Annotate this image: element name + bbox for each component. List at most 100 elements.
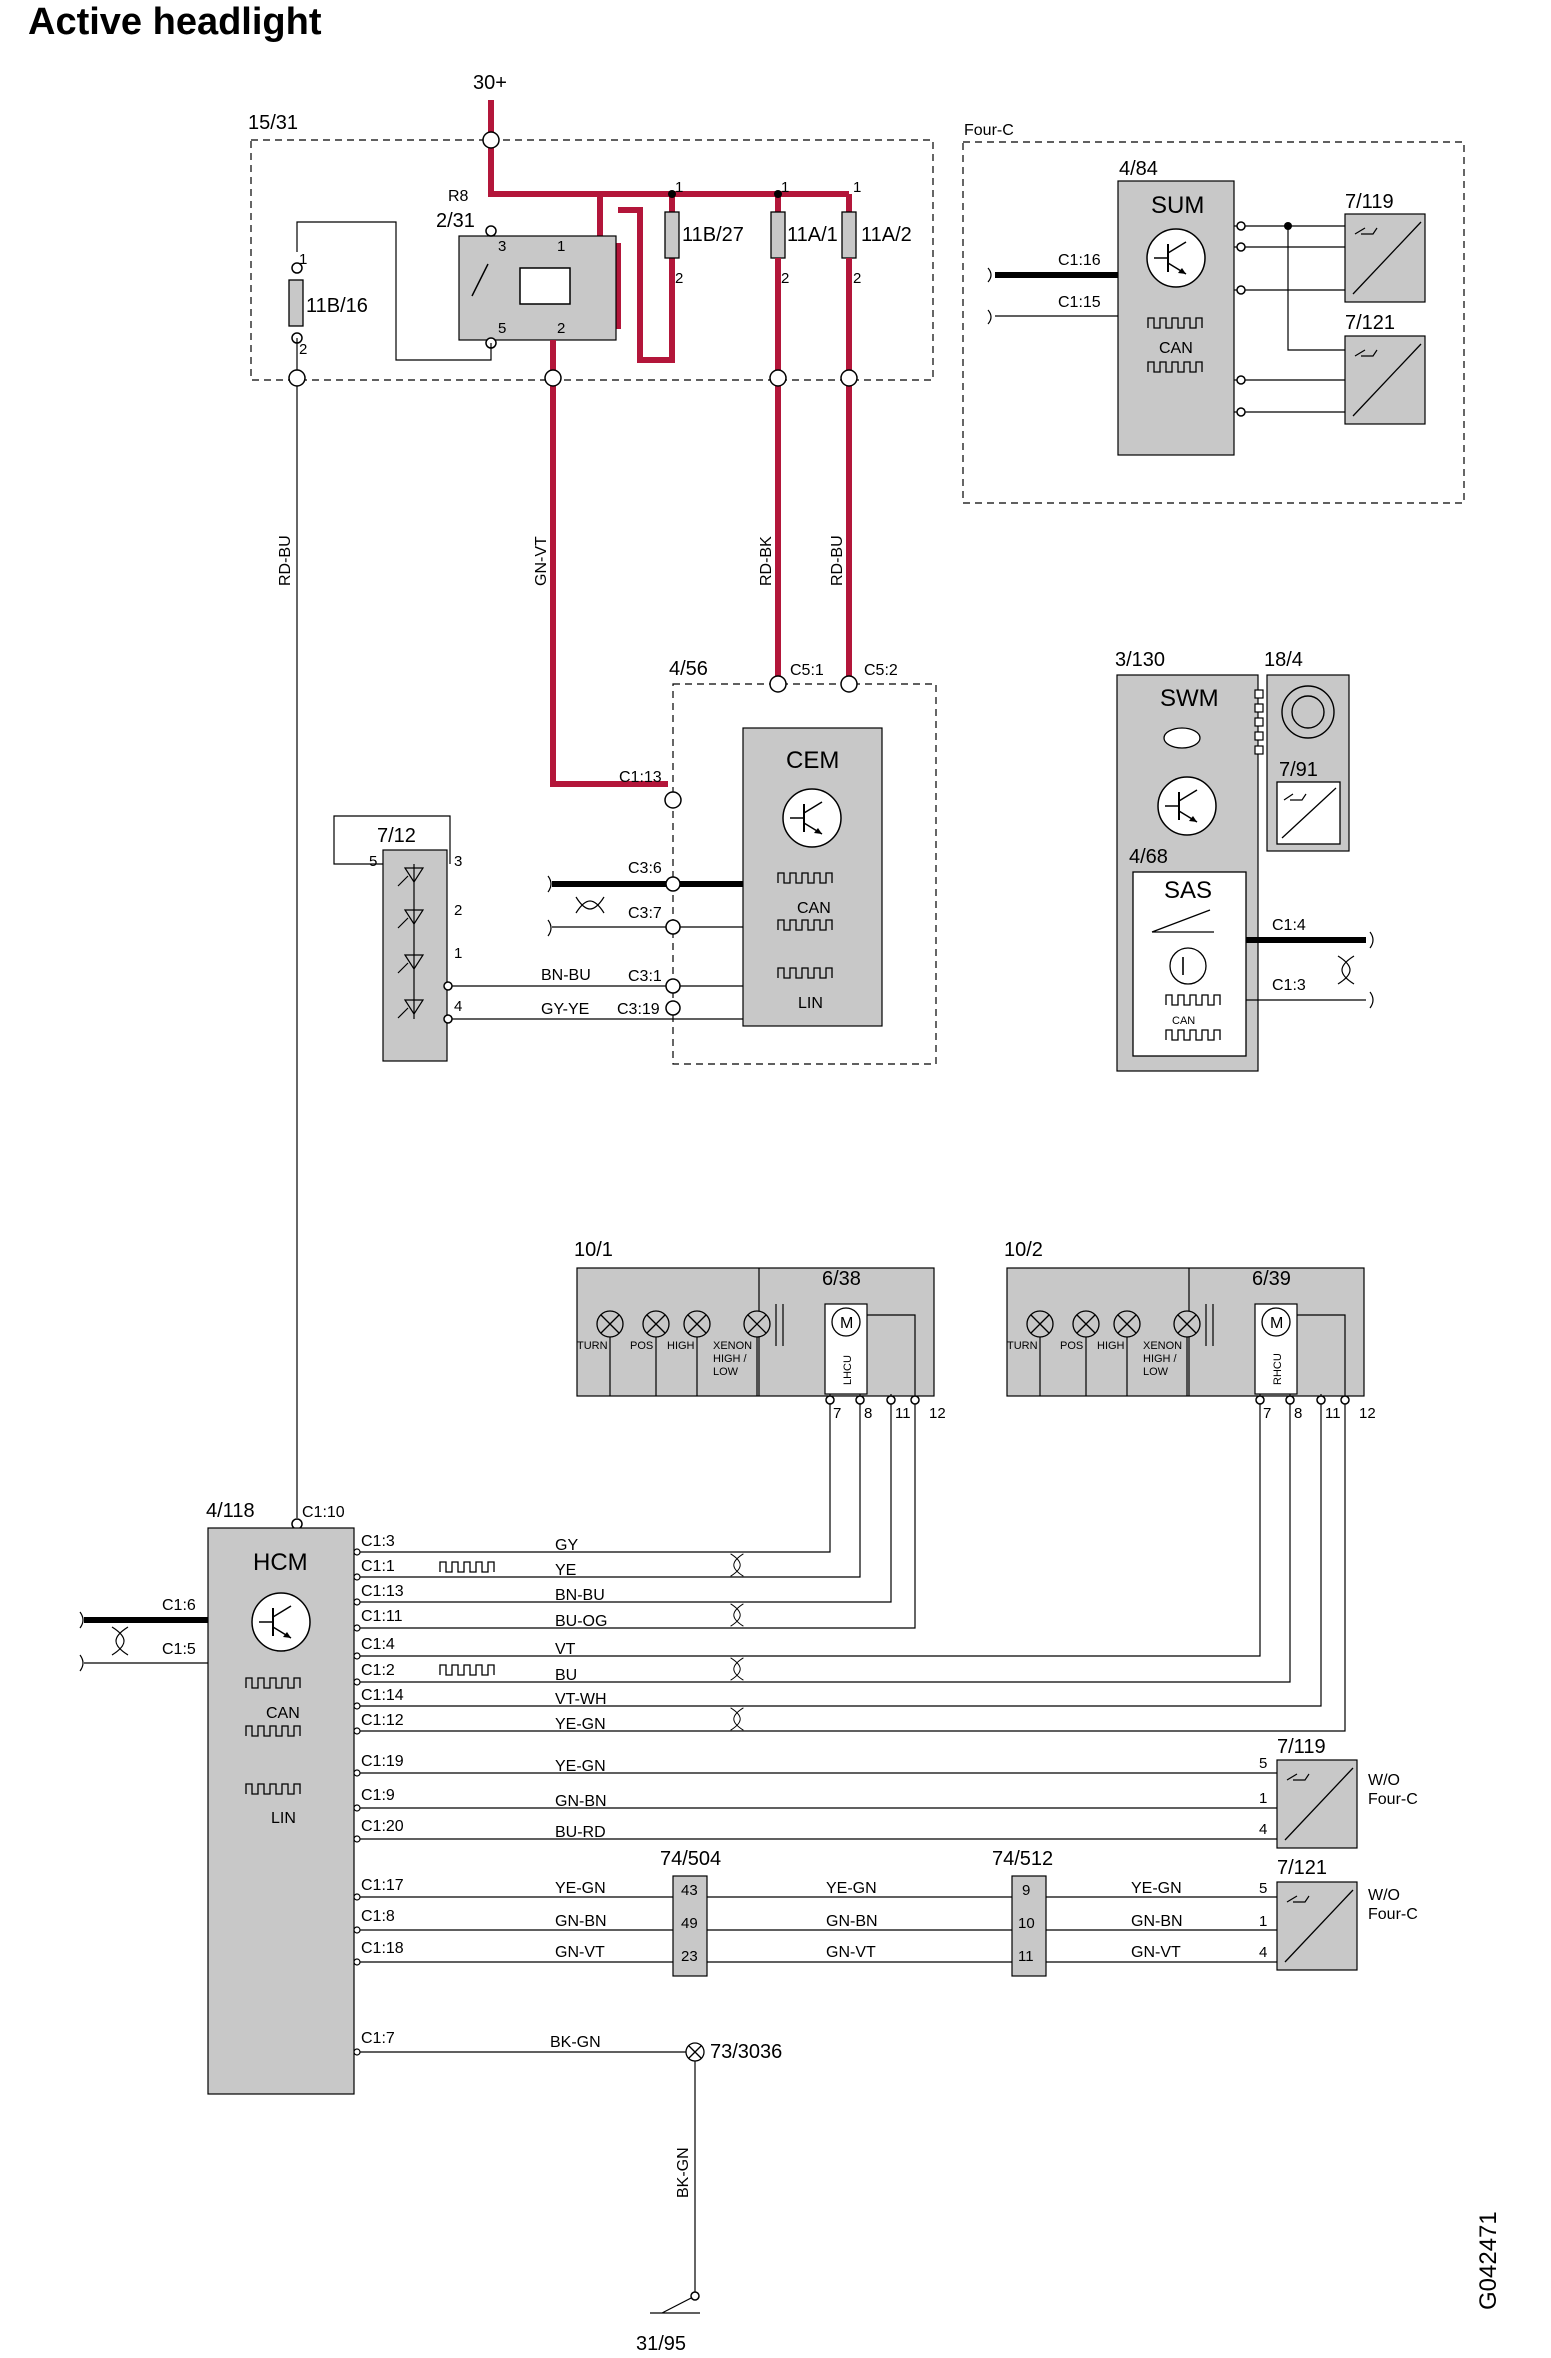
sas-ref: 4/68 xyxy=(1129,846,1168,868)
svg-text:8: 8 xyxy=(1294,1405,1302,1422)
svg-text:TURN: TURN xyxy=(1007,1340,1038,1352)
svg-text:C3:19: C3:19 xyxy=(617,1001,660,1018)
svg-text:GN-BN: GN-BN xyxy=(1131,1913,1183,1930)
wire-gn-vt-label: GN-VT xyxy=(533,536,550,586)
svg-text:11: 11 xyxy=(1325,1405,1341,1422)
svg-text:YE-GN: YE-GN xyxy=(555,1758,606,1775)
svg-text:5: 5 xyxy=(1259,1880,1267,1897)
svg-text:1: 1 xyxy=(781,179,789,196)
svg-text:GN-VT: GN-VT xyxy=(555,1944,605,1961)
relay-coil xyxy=(519,267,571,305)
svg-text:43: 43 xyxy=(681,1882,698,1899)
supply-30-wire xyxy=(488,100,849,197)
svg-text:C3:7: C3:7 xyxy=(628,905,662,922)
svg-text:C1:20: C1:20 xyxy=(361,1818,404,1835)
svg-text:LIN: LIN xyxy=(271,1810,296,1827)
svg-text:HIGH: HIGH xyxy=(1097,1340,1125,1352)
wire-rd-bu2-label: RD-BU xyxy=(829,535,846,586)
svg-text:C1:13: C1:13 xyxy=(619,769,662,786)
hcm-name: HCM xyxy=(253,1549,308,1576)
svg-text:BN-BU: BN-BU xyxy=(541,967,591,984)
svg-text:HIGH /: HIGH / xyxy=(1143,1353,1178,1365)
switch-ref: 7/12 xyxy=(377,825,416,847)
svg-text:YE: YE xyxy=(555,1562,576,1579)
ground-31-95: 31/95 xyxy=(636,2333,686,2355)
svg-text:12: 12 xyxy=(929,1405,946,1422)
svg-text:4: 4 xyxy=(1259,1821,1267,1838)
svg-text:1: 1 xyxy=(1259,1913,1267,1930)
headlight-right-ref: 10/2 xyxy=(1004,1239,1043,1261)
svg-text:7: 7 xyxy=(833,1405,841,1422)
fuse-11b16: 11B/16 1 2 xyxy=(288,251,368,358)
four-c-label: Four-C xyxy=(964,122,1014,139)
svg-text:YE-GN: YE-GN xyxy=(555,1880,606,1897)
svg-text:Four-C: Four-C xyxy=(1368,1906,1418,1923)
svg-text:23: 23 xyxy=(681,1948,698,1965)
svg-text:1: 1 xyxy=(1259,1790,1267,1807)
svg-text:5: 5 xyxy=(1259,1755,1267,1772)
svg-text:7: 7 xyxy=(1263,1405,1271,1422)
svg-text:BU-RD: BU-RD xyxy=(555,1824,606,1841)
svg-text:C1:8: C1:8 xyxy=(361,1908,395,1925)
connector-74-512 xyxy=(1011,1875,1047,1977)
fuse-box-label: 15/31 xyxy=(248,112,298,134)
svg-text:1: 1 xyxy=(454,945,462,962)
svg-text:POS: POS xyxy=(1060,1340,1083,1352)
svg-text:LHCU: LHCU xyxy=(842,1355,854,1385)
svg-text:12: 12 xyxy=(1359,1405,1376,1422)
svg-text:11A/1: 11A/1 xyxy=(787,224,838,246)
svg-text:49: 49 xyxy=(681,1915,698,1932)
svg-text:C1:2: C1:2 xyxy=(361,1662,395,1679)
swm-ref: 3/130 xyxy=(1115,649,1165,671)
svg-text:LOW: LOW xyxy=(1143,1366,1169,1378)
svg-text:3: 3 xyxy=(498,238,506,255)
gn-vt-wire xyxy=(550,340,668,787)
sensor-7-121 xyxy=(1276,1881,1358,1971)
svg-text:C1:11: C1:11 xyxy=(361,1608,403,1625)
svg-text:LOW: LOW xyxy=(713,1366,739,1378)
svg-text:YE-GN: YE-GN xyxy=(826,1880,877,1897)
svg-text:C1:6: C1:6 xyxy=(162,1597,196,1614)
svg-text:CAN: CAN xyxy=(797,900,831,917)
svg-text:C5:1: C5:1 xyxy=(790,662,824,679)
svg-text:C1:3: C1:3 xyxy=(361,1533,395,1550)
svg-text:BU: BU xyxy=(555,1667,577,1684)
hcm-top-pin: C1:10 xyxy=(302,1504,345,1521)
svg-text:BU-OG: BU-OG xyxy=(555,1613,607,1630)
svg-text:4: 4 xyxy=(454,998,462,1015)
cem-ref: 4/56 xyxy=(669,658,708,680)
sensor-7-91-ref: 7/91 xyxy=(1279,759,1318,781)
svg-text:TURN: TURN xyxy=(577,1340,608,1352)
connector-504-ref: 74/504 xyxy=(660,1848,721,1870)
fuse-box-boundary xyxy=(250,139,934,381)
svg-text:5: 5 xyxy=(369,853,377,870)
fuse-11a2: 11A/2 1 2 xyxy=(841,179,912,287)
svg-text:9: 9 xyxy=(1022,1882,1030,1899)
svg-text:XENON: XENON xyxy=(713,1340,752,1352)
svg-text:HIGH /: HIGH / xyxy=(713,1353,748,1365)
cem-name: CEM xyxy=(786,747,839,774)
svg-text:CAN: CAN xyxy=(1159,340,1193,357)
svg-text:CAN: CAN xyxy=(266,1705,300,1722)
svg-text:C5:2: C5:2 xyxy=(864,662,898,679)
svg-text:YE-GN: YE-GN xyxy=(555,1716,606,1733)
svg-text:2: 2 xyxy=(557,320,565,337)
svg-text:2: 2 xyxy=(675,270,683,287)
svg-text:2: 2 xyxy=(454,902,462,919)
svg-text:YE-GN: YE-GN xyxy=(1131,1880,1182,1897)
svg-text:W/O: W/O xyxy=(1368,1772,1400,1789)
svg-text:RHCU: RHCU xyxy=(1272,1353,1284,1385)
svg-text:C1:18: C1:18 xyxy=(361,1940,404,1957)
svg-text:10: 10 xyxy=(1018,1915,1035,1932)
wire-rd-bk-label: RD-BK xyxy=(758,536,775,586)
fuse-11b27-loop xyxy=(618,207,675,363)
swm-name: SWM xyxy=(1160,685,1219,712)
svg-text:1: 1 xyxy=(853,179,861,196)
wire-rd-bu-label: RD-BU xyxy=(277,535,294,586)
svg-text:M: M xyxy=(840,1315,853,1332)
svg-text:C1:13: C1:13 xyxy=(361,1583,404,1600)
cem-feed-wires xyxy=(775,258,852,684)
svg-text:W/O: W/O xyxy=(1368,1887,1400,1904)
